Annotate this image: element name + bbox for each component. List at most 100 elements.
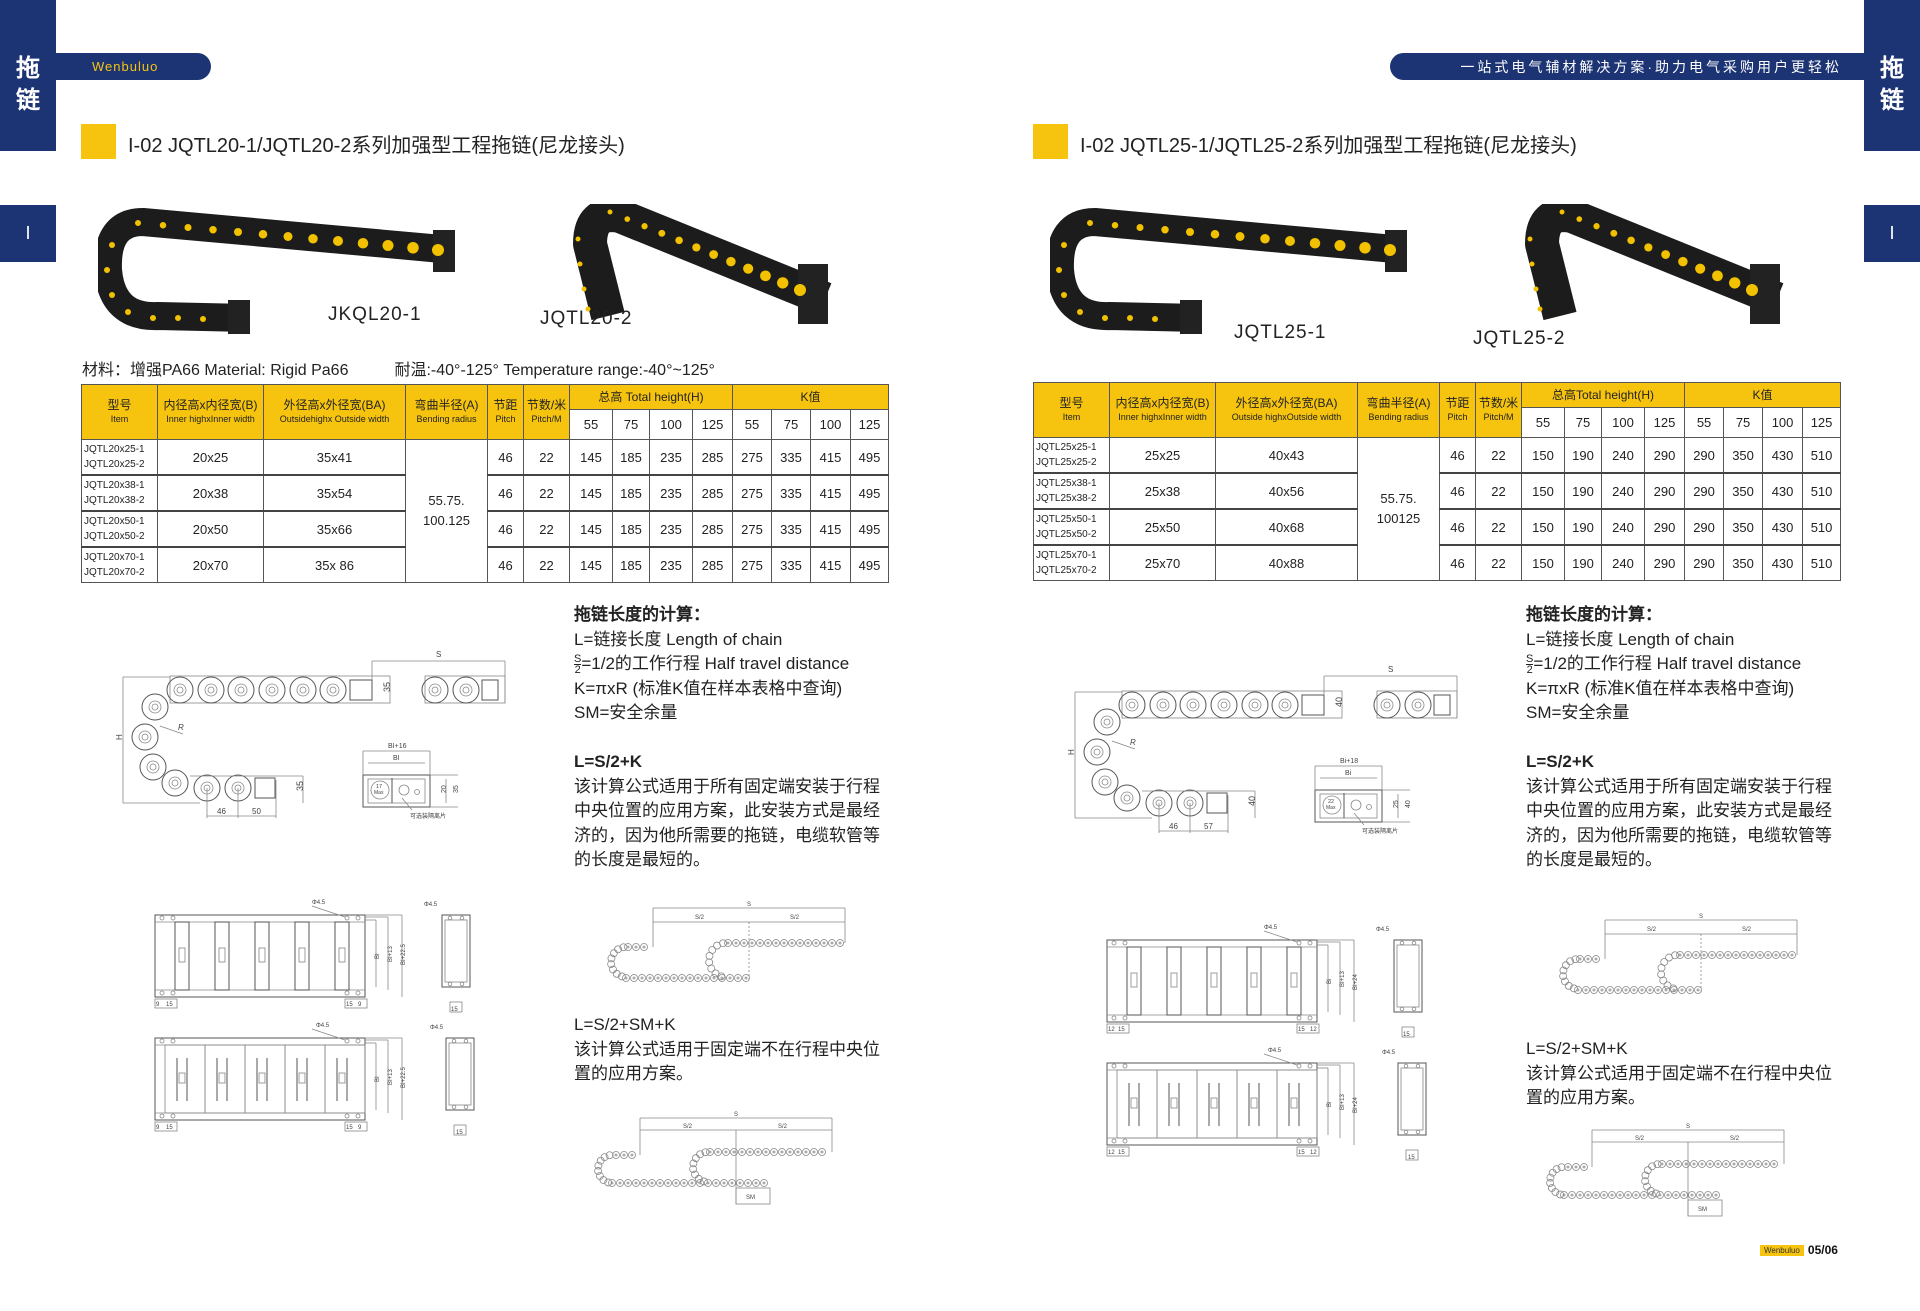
chain-link [796, 939, 804, 947]
cell-height: 190 [1564, 437, 1602, 474]
dim-bi-total: BI+22.5 [401, 943, 407, 965]
cell-k: 275 [732, 439, 772, 476]
cell-height: 190 [1564, 472, 1602, 510]
chain-link [1698, 1160, 1706, 1168]
yellow-pin [1729, 277, 1741, 289]
chain-link [1756, 951, 1764, 959]
mount-hole [344, 990, 350, 996]
cell-height: 145 [569, 510, 613, 548]
dim-end: 50 [252, 807, 261, 816]
yellow-pin [104, 267, 110, 273]
separator-note: 可选装隔离片 [1362, 827, 1398, 835]
header-size: 75 [771, 409, 811, 440]
mount-hole [355, 1113, 361, 1119]
cell-per-m: 22 [523, 474, 570, 512]
mount-hole [1296, 1015, 1302, 1021]
calc-line-s-text: =1/2的工作行程 Half travel distance [581, 654, 850, 673]
dg2-half-2: S/2 [1730, 1136, 1740, 1142]
chain-link [1568, 1191, 1576, 1199]
chain-link [1584, 955, 1592, 963]
chain-link [624, 943, 632, 951]
chain-body [573, 204, 832, 321]
chain-link [1271, 691, 1299, 719]
chain-link [1692, 951, 1700, 959]
yellow-pin [575, 236, 581, 242]
side-view-drawing: H S 35 35 R 46 50 BI+16 BI 17 Max 20 35 … [115, 650, 506, 820]
dim-bi: Bi [1345, 770, 1352, 777]
cell-height: 240 [1601, 544, 1645, 581]
dim-bi: Bi [1327, 979, 1333, 984]
product-label-1: JQTL25-1 [1234, 322, 1327, 343]
left-page: I-02 JQTL20-1/JQTL20-2系列加强型工程拖链(尼龙接头) JK… [81, 124, 890, 1205]
chain-link [740, 939, 748, 947]
footer: Wenbuluo 05/06 [1760, 1243, 1838, 1257]
chain-link [616, 1179, 624, 1187]
chain-link [734, 974, 742, 982]
chain-link [1714, 1160, 1722, 1168]
chain-link [812, 939, 820, 947]
dim-bi: BI [375, 953, 381, 959]
yellow-pin [1661, 250, 1671, 259]
cell-k: 430 [1762, 437, 1804, 474]
yellow-pin [283, 232, 293, 241]
yellow-pin [1559, 209, 1565, 215]
header-size: 55 [732, 409, 772, 440]
dg1-s: S [747, 902, 751, 908]
yellow-pin [125, 309, 131, 315]
cell-k: 495 [849, 439, 890, 476]
yellow-pin [1576, 216, 1583, 222]
yellow-pin [1186, 228, 1194, 236]
chain-link [1748, 951, 1756, 959]
cell-height: 290 [1643, 437, 1686, 474]
chain-link [1772, 951, 1780, 959]
cell-k: 510 [1802, 472, 1842, 510]
header-inner: 内径高x内径宽(B)Inner highxInner width [1109, 382, 1216, 438]
chain-link [794, 1148, 802, 1156]
mount-hole [1296, 1063, 1302, 1069]
dim-bi: BI [375, 1076, 381, 1082]
dim-edge: 9 [156, 1002, 160, 1008]
chain-link [1704, 1191, 1712, 1199]
end-phi: Φ4.5 [424, 902, 438, 908]
chain-link [1694, 986, 1702, 994]
mount-hole [355, 990, 361, 996]
cell-inner: 25x70 [1109, 544, 1216, 581]
chain-link [1676, 951, 1684, 959]
mount-hole [170, 1038, 176, 1044]
chain-link [728, 1179, 736, 1187]
cell-outer: 35x 86 [263, 546, 406, 583]
cell-k: 335 [771, 546, 811, 583]
yellow-pin [159, 222, 167, 229]
chain-link [654, 974, 662, 982]
header-size: 125 [849, 409, 890, 440]
end-bracket [349, 679, 373, 701]
cell-height: 235 [649, 510, 693, 548]
cell-inner: 20x25 [157, 439, 264, 476]
cell-outer: 35x54 [263, 474, 406, 512]
dim-hole: 15 [166, 1002, 173, 1008]
cell-k: 275 [732, 510, 772, 548]
top-view-outline [1106, 939, 1318, 1023]
end-bracket [1206, 792, 1228, 814]
chain-link [836, 939, 844, 947]
chain-link [1730, 1160, 1738, 1168]
formula-2: L=S/2+SM+K [574, 1015, 676, 1034]
tagline-pill: 一站式电气辅材解决方案·助力电气采购用户更轻松 [1390, 53, 1864, 80]
yellow-pin [1285, 236, 1295, 246]
end-phi: Φ4.5 [1376, 927, 1390, 933]
chain-link [1662, 986, 1670, 994]
chain-link [648, 1179, 656, 1187]
mount-hole [159, 1038, 165, 1044]
chain-link [640, 1179, 648, 1187]
cell-pitch: 46 [487, 546, 524, 583]
cell-height: 240 [1601, 508, 1645, 546]
end-width: 15 [451, 1007, 458, 1013]
category-char-1: 拖 [1880, 54, 1904, 82]
dim-edge: 12 [1108, 1027, 1115, 1033]
frac-den: 2 [1526, 664, 1533, 677]
